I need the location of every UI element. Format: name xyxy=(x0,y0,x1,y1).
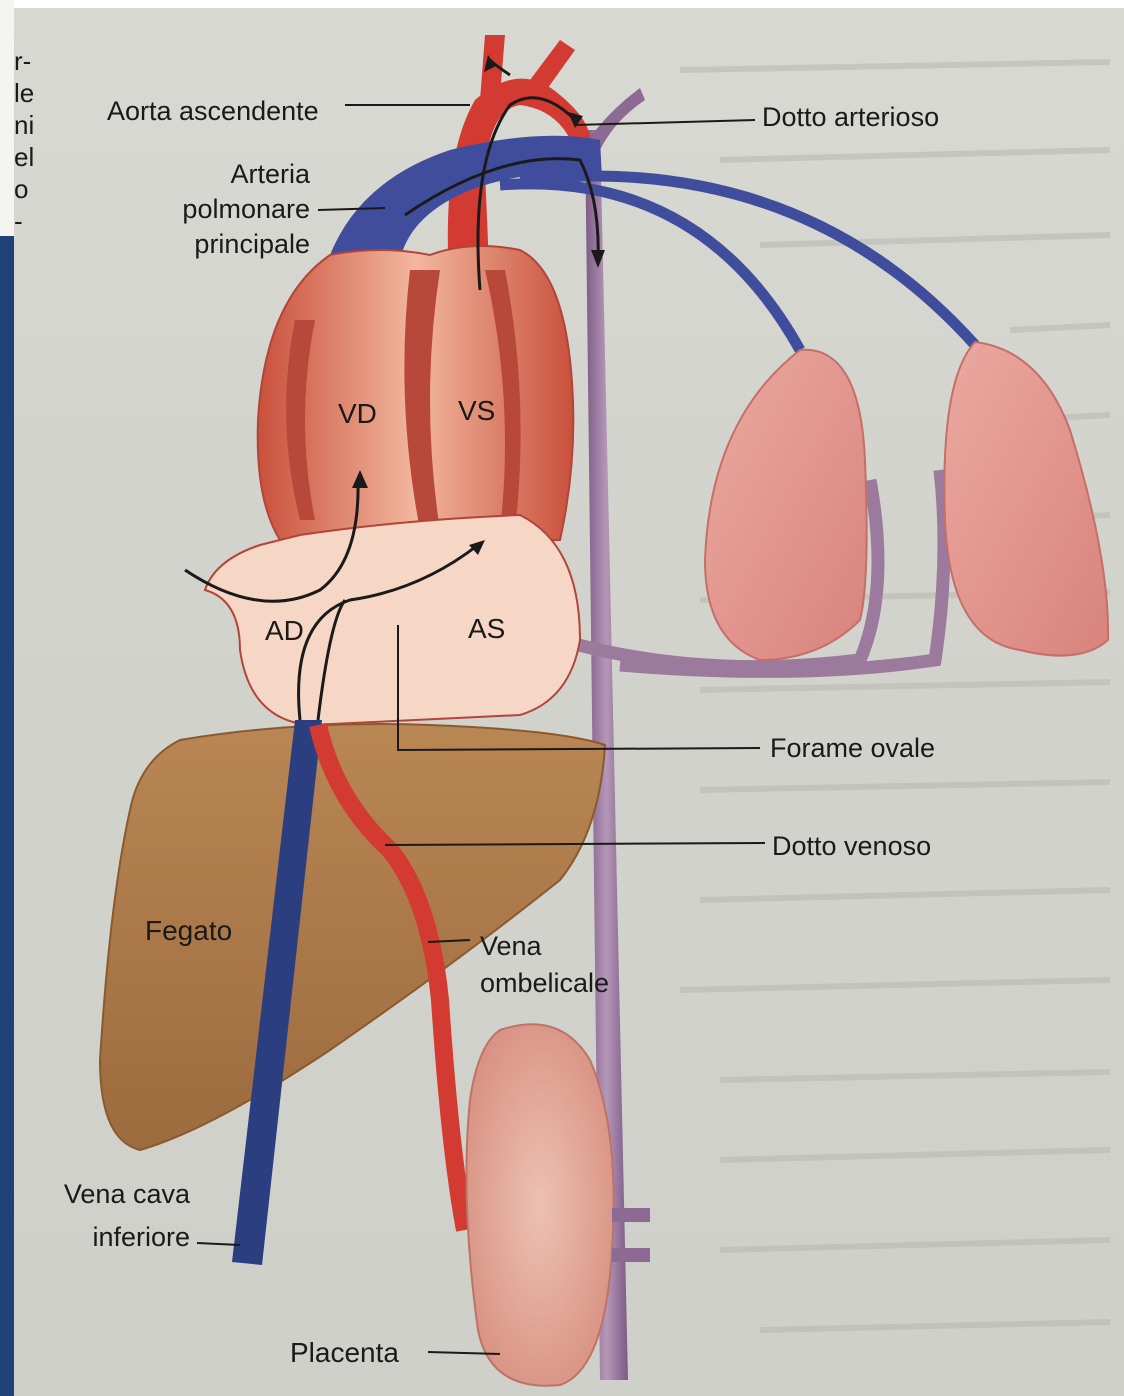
atria xyxy=(205,515,580,725)
margin-fragment: r- xyxy=(14,46,31,76)
label-arteria-line3: principale xyxy=(194,229,310,259)
margin-fragment: o xyxy=(14,174,28,204)
margin-fragment: le xyxy=(14,78,34,108)
label-vena-ombelicale-line2: ombelicale xyxy=(480,968,609,998)
label-vena-cava-line1: Vena cava xyxy=(64,1179,191,1209)
label-arteria-line2: polmonare xyxy=(182,194,310,224)
label-vena-cava-line2: inferiore xyxy=(92,1222,190,1252)
label-placenta: Placenta xyxy=(290,1337,399,1368)
label-vs: VS xyxy=(458,395,495,426)
background-text-lines xyxy=(680,62,1110,1330)
label-vena-ombelicale-line1: Vena xyxy=(480,931,543,961)
margin-text-fragments: r- le ni el o - xyxy=(14,46,34,236)
label-ad: AD xyxy=(265,615,304,646)
margin-fragment: - xyxy=(14,206,23,236)
label-dotto-arterioso: Dotto arterioso xyxy=(762,102,939,132)
placenta xyxy=(466,1024,613,1385)
left-lung xyxy=(705,350,867,660)
margin-fragment: el xyxy=(14,142,34,172)
label-aorta-ascendente: Aorta ascendente xyxy=(107,96,319,126)
label-forame-ovale: Forame ovale xyxy=(770,733,935,763)
right-lung xyxy=(944,342,1108,656)
label-arteria-line1: Arteria xyxy=(230,159,311,189)
label-vd: VD xyxy=(338,398,377,429)
margin-fragment: ni xyxy=(14,110,34,140)
label-dotto-venoso: Dotto venoso xyxy=(772,831,931,861)
label-fegato: Fegato xyxy=(145,915,232,946)
label-as: AS xyxy=(468,613,505,644)
